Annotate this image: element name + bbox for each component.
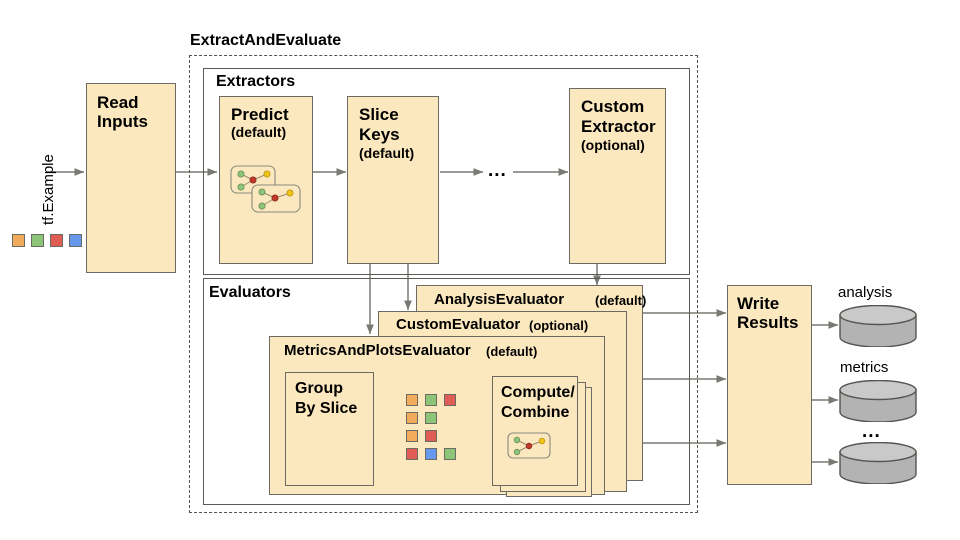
input-label: tf.Example <box>40 154 57 225</box>
evaluator-metrics-and-plots[interactable]: MetricsAndPlotsEvaluator (default) Group… <box>269 336 605 497</box>
output-label-analysis: analysis <box>838 284 893 301</box>
group-by-slice-line2: By Slice <box>295 400 358 417</box>
slice-sq-2-0 <box>406 430 418 442</box>
slice-sq-0-2 <box>444 394 456 406</box>
extract-and-evaluate-title: ExtractAndEvaluate <box>190 32 342 49</box>
write-results-box[interactable]: Write Results <box>727 285 812 485</box>
compute-combine-box[interactable]: Compute/ Combine <box>492 376 578 486</box>
compute-combine-line1: Compute/ <box>501 384 575 401</box>
slice-keys-title-line1: Slice <box>359 105 399 124</box>
write-results-label: Write Results <box>737 294 799 333</box>
slice-sq-0-1 <box>425 394 437 406</box>
slice-keys-qualifier: (default) <box>359 145 415 161</box>
chip-1 <box>31 234 44 247</box>
slice-squares-grid <box>406 394 462 460</box>
chip-3 <box>69 234 82 247</box>
output-label-metrics: metrics <box>840 359 889 376</box>
slice-sq-3-0 <box>406 448 418 460</box>
custom-extractor-qualifier: (optional) <box>581 137 645 153</box>
read-inputs-box[interactable]: Read Inputs <box>86 83 176 273</box>
slice-sq-3-1 <box>425 448 437 460</box>
metrics-evaluator-qualifier: (default) <box>486 344 538 359</box>
extractors-panel <box>203 68 690 275</box>
predict-title: Predict <box>231 105 289 124</box>
slice-sq-0-0 <box>406 394 418 406</box>
slice-sq-1-0 <box>406 412 418 424</box>
output-label-ellipsis: ... <box>862 421 881 442</box>
extractor-predict[interactable]: Predict (default) <box>219 96 313 264</box>
compute-combine-line2: Combine <box>501 404 570 421</box>
extractors-label: Extractors <box>216 73 296 90</box>
slice-sq-1-1 <box>425 412 437 424</box>
predict-graph-icon <box>230 165 304 215</box>
slice-sq-3-2 <box>444 448 456 460</box>
group-by-slice-box[interactable]: Group By Slice <box>285 372 374 486</box>
custom-extractor-line2: Extractor <box>581 117 656 136</box>
output-cylinder-analysis[interactable] <box>838 304 918 352</box>
output-cylinder-other[interactable] <box>838 441 918 489</box>
metrics-evaluator-title: MetricsAndPlotsEvaluator <box>284 342 471 359</box>
chip-0 <box>12 234 25 247</box>
custom-evaluator-title: CustomEvaluator <box>396 316 521 333</box>
analysis-evaluator-title: AnalysisEvaluator <box>434 291 565 308</box>
output-cylinder-metrics[interactable] <box>838 379 918 427</box>
extract-and-evaluate-group <box>189 55 698 513</box>
compute-graph-icon <box>507 432 553 460</box>
extractor-slice-keys[interactable]: Slice Keys (default) <box>347 96 439 264</box>
chip-2 <box>50 234 63 247</box>
evaluators-panel <box>203 278 690 505</box>
extractors-ellipsis: ... <box>488 160 507 181</box>
custom-extractor-line1: Custom <box>581 97 645 116</box>
analysis-evaluator-qualifier: (default) <box>595 293 647 308</box>
slice-sq-2-1 <box>425 430 437 442</box>
read-inputs-label: Read Inputs <box>97 93 148 132</box>
evaluators-label: Evaluators <box>209 284 291 301</box>
extractor-custom[interactable]: Custom Extractor (optional) <box>569 88 666 264</box>
slice-keys-title-line2: Keys <box>359 125 400 144</box>
group-by-slice-line1: Group <box>295 380 343 397</box>
custom-evaluator-qualifier: (optional) <box>529 318 589 333</box>
predict-qualifier: (default) <box>231 124 287 140</box>
